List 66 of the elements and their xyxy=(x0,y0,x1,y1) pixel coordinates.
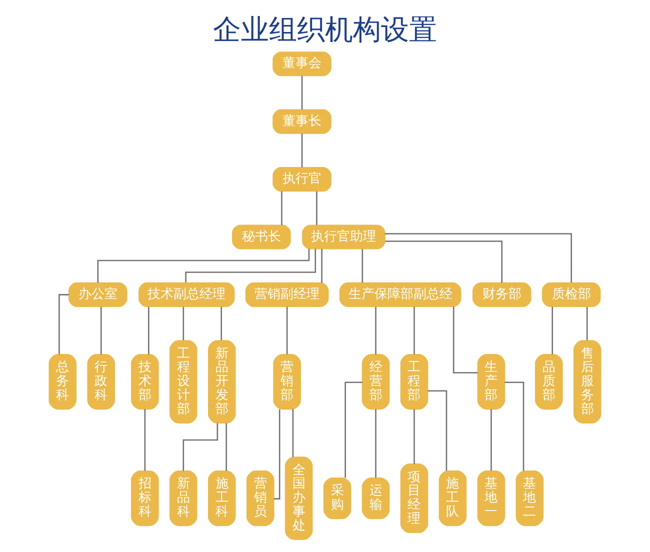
connector xyxy=(316,191,318,226)
node-box: 施工科 xyxy=(208,470,236,526)
connector xyxy=(100,306,102,354)
node-box: 董事会 xyxy=(272,52,332,76)
node-box: 工程设计部 xyxy=(170,340,198,424)
node-box: 质检部 xyxy=(542,282,601,307)
connector xyxy=(182,423,218,471)
node-box: 项目经理 xyxy=(400,464,428,534)
node-box: 运输 xyxy=(362,477,390,520)
node-box: 执行官 xyxy=(272,167,332,192)
diagram-title: 企业组织机构设置 xyxy=(213,13,437,46)
connector xyxy=(281,191,282,226)
node-box: 营销员 xyxy=(246,470,274,526)
node-box: 秘书长 xyxy=(232,224,291,250)
node-box: 执行官助理 xyxy=(302,224,386,250)
node-box: 品质部 xyxy=(535,354,563,410)
node-box: 营销副经理 xyxy=(245,282,329,307)
connector xyxy=(97,248,310,283)
node-box: 工程部 xyxy=(400,354,428,410)
node-box: 办公室 xyxy=(68,282,128,307)
node-box: 基地二 xyxy=(516,470,544,526)
connector xyxy=(58,294,69,354)
connector xyxy=(375,306,376,354)
connector xyxy=(274,409,280,500)
connector xyxy=(220,306,222,340)
node-box: 全国办事处 xyxy=(284,456,313,540)
connector xyxy=(321,248,322,283)
connector xyxy=(301,134,303,168)
connector xyxy=(344,382,362,478)
node-box: 新品科 xyxy=(170,470,198,526)
node-box: 行政科 xyxy=(87,354,115,410)
connector xyxy=(292,409,294,457)
connector xyxy=(148,306,150,354)
connector xyxy=(428,390,448,471)
connector xyxy=(452,306,478,374)
connector xyxy=(185,248,316,282)
node-box: 技术部 xyxy=(131,354,159,410)
node-box: 财务部 xyxy=(472,282,532,307)
node-box: 技术副总经理 xyxy=(138,282,235,307)
node-box: 基地一 xyxy=(477,470,506,526)
node-box: 新品开发部 xyxy=(208,340,236,424)
node-box: 采购 xyxy=(323,477,352,520)
connector xyxy=(375,409,376,478)
connector xyxy=(286,306,288,354)
connector xyxy=(552,306,553,354)
connector xyxy=(490,409,492,471)
node-box: 营销部 xyxy=(273,354,301,410)
connector xyxy=(504,382,524,471)
connector xyxy=(414,306,415,354)
node-box: 总务科 xyxy=(48,354,77,410)
connector xyxy=(182,306,184,340)
connector xyxy=(586,306,588,340)
connector xyxy=(226,423,227,471)
node-box: 生产部 xyxy=(477,354,506,410)
node-box: 生产保障部副总经 xyxy=(339,282,462,307)
connector xyxy=(301,76,303,110)
connector xyxy=(362,248,364,283)
connector xyxy=(385,240,502,283)
node-box: 经营部 xyxy=(362,354,390,410)
node-box: 施工队 xyxy=(438,470,467,526)
node-box: 售后服务部 xyxy=(573,340,602,424)
connector xyxy=(144,409,146,471)
node-box: 董事长 xyxy=(272,109,332,134)
connector xyxy=(384,233,572,283)
connector xyxy=(414,409,415,464)
node-box: 招标科 xyxy=(131,470,159,526)
